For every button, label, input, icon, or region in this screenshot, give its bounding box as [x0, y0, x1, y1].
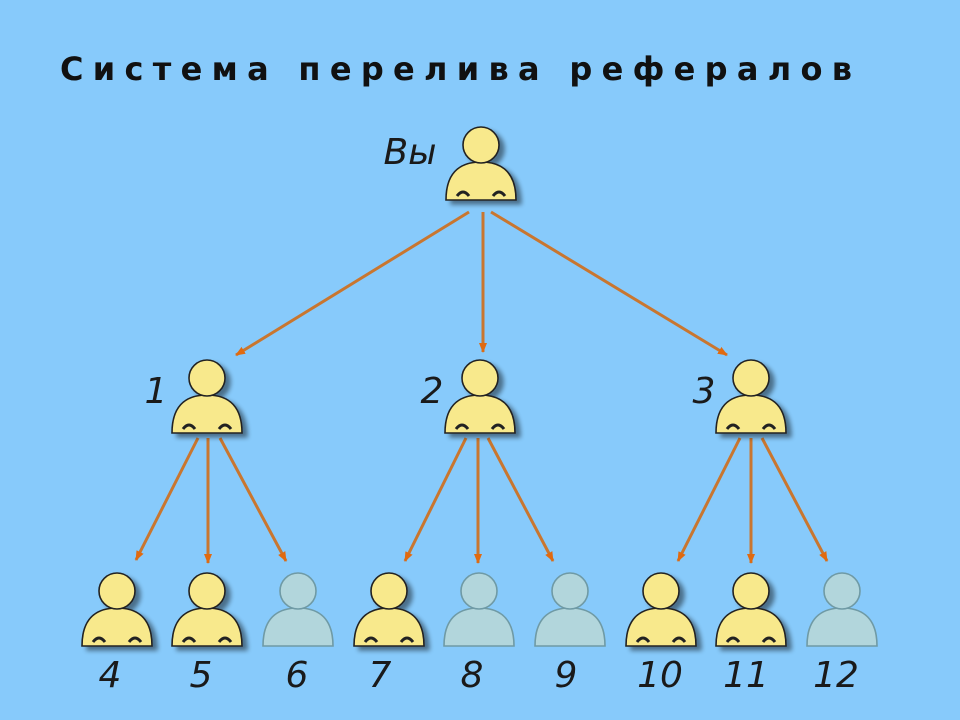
person-icon-n1: [171, 359, 243, 434]
arrow-n2-to-n7: [403, 437, 468, 562]
node-label-n12: 12: [813, 655, 859, 696]
arrow-n1-to-n6: [218, 437, 288, 562]
node-label-n8: 8: [461, 655, 484, 696]
person-icon-n12: [806, 572, 878, 647]
arrow-n2-to-n9: [486, 437, 555, 562]
person-icon-n4: [81, 572, 153, 647]
node-label-n5: 5: [190, 655, 213, 696]
arrow-you-to-n1: [235, 210, 470, 357]
node-label-n1: 1: [145, 371, 168, 412]
person-icon-n6: [262, 572, 334, 647]
arrows-layer: [134, 210, 829, 564]
arrow-n3-to-n10: [676, 437, 742, 562]
person-icon-n7: [353, 572, 425, 647]
person-icon-you: [445, 126, 517, 201]
arrow-n1-to-n4: [134, 437, 200, 561]
node-label-n7: 7: [369, 655, 392, 696]
node-label-you: Вы: [383, 132, 436, 173]
node-label-n11: 11: [723, 655, 769, 696]
person-icon-n10: [625, 572, 697, 647]
person-icon-n2: [444, 359, 516, 434]
node-label-n4: 4: [99, 655, 122, 696]
person-icon-n9: [534, 572, 606, 647]
arrow-you-to-n3: [490, 210, 728, 357]
node-label-n2: 2: [421, 371, 444, 412]
diagram-title: Система перелива рефералов: [60, 50, 861, 88]
node-label-n6: 6: [286, 655, 309, 696]
arrow-n3-to-n12: [760, 437, 829, 562]
node-label-n9: 9: [555, 655, 578, 696]
node-label-n10: 10: [637, 655, 683, 696]
node-label-n3: 3: [693, 371, 716, 412]
person-icon-n3: [715, 359, 787, 434]
person-icon-n5: [171, 572, 243, 647]
person-icon-n8: [443, 572, 515, 647]
person-icon-n11: [715, 572, 787, 647]
nodes-layer: [81, 126, 878, 647]
